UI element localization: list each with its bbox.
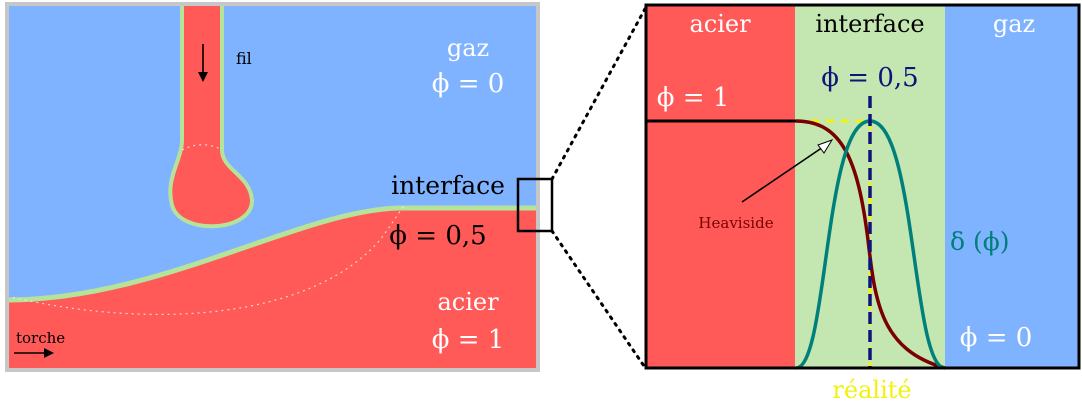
wire-with-droplet (168, 2, 255, 229)
gas-phi-label: ϕ = 0 (432, 69, 505, 99)
wire-direction-arrow (198, 44, 208, 82)
gas-phi-label-zoom: ϕ = 0 (960, 323, 1033, 353)
delta-label: δ (ϕ) (950, 227, 1010, 256)
interface-label: interface (391, 171, 505, 200)
steel-phi-label-zoom: ϕ = 1 (657, 83, 730, 113)
interface-phi-label-zoom: ϕ = 0,5 (821, 63, 918, 93)
left-frame (5, 2, 540, 372)
reality-label: réalité (832, 376, 911, 404)
heaviside-pointer-arrow (741, 139, 834, 203)
zoom-box (516, 177, 554, 233)
right-frame (644, 3, 1081, 370)
steel-zone (646, 5, 795, 368)
interface-header: interface (815, 10, 924, 38)
steel-header: acier (689, 10, 751, 38)
heaviside-curve (795, 119, 946, 370)
steel-pool (7, 208, 538, 370)
left-panel: fil gaz ϕ = 0 interface ϕ = 0,5 acier ϕ … (5, 2, 554, 372)
interface-phi-label: ϕ = 0,5 (389, 221, 486, 251)
gas-label: gaz (447, 34, 489, 62)
interface-line (6, 205, 538, 303)
wire-label: fil (236, 49, 252, 68)
heaviside-label: Heaviside (698, 214, 773, 232)
torch-label: torche (16, 329, 65, 347)
steel-phi-label: ϕ = 1 (432, 325, 505, 355)
right-panel: acier interface gaz ϕ = 0,5 ϕ = 1 ϕ = 0 … (644, 3, 1081, 404)
gas-header: gaz (993, 10, 1035, 38)
gas-zone (945, 5, 1079, 368)
steel-label: acier (437, 288, 499, 316)
zoom-connectors (550, 5, 648, 371)
torch-direction-arrow (14, 348, 54, 358)
